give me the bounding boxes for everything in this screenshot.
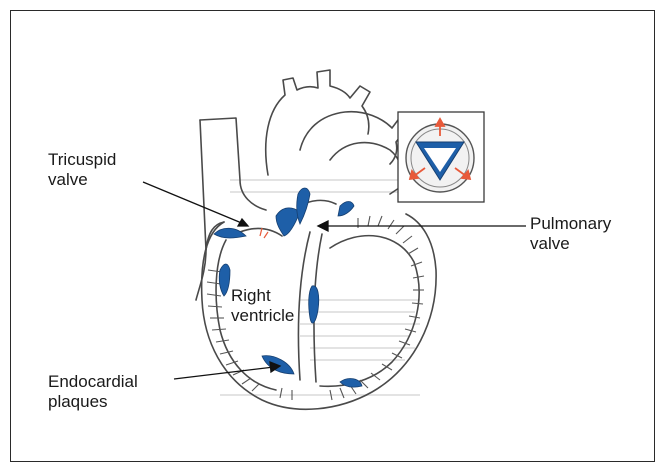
tricuspid-valve-label: Tricuspid valve (48, 150, 116, 190)
tricuspid-arrowhead (238, 219, 248, 226)
tricuspid-label-line-2: valve (48, 170, 116, 190)
septal-plaque (309, 286, 319, 323)
right-ventricle-label: Right ventricle (231, 286, 294, 326)
pulmonary-arrowhead (318, 221, 328, 231)
endocardial-plaques-label: Endocardial plaques (48, 372, 138, 412)
tricuspid-arrow-line (143, 182, 244, 224)
tricuspid-leaflet-center (276, 208, 300, 236)
tricuspid-leaflet-left (214, 228, 246, 238)
tricuspid-label-line-1: Tricuspid (48, 150, 116, 170)
leader-arrows (143, 182, 526, 379)
inner-left-wall (320, 236, 419, 387)
pulmonary-label-line-1: Pulmonary (530, 214, 611, 234)
ventricle-label-line-2: ventricle (231, 306, 294, 326)
pulmonary-label-line-2: valve (530, 234, 611, 254)
left-atrium (330, 143, 403, 194)
ventricle-plaque-upper (219, 264, 230, 296)
pulmonary-leaflet (297, 188, 310, 224)
pulmonary-valve-label: Pulmonary valve (530, 214, 611, 254)
inferior-vena-cava (196, 120, 206, 300)
ventricle-label-line-1: Right (231, 286, 294, 306)
endocardial-label-line-2: plaques (48, 392, 138, 412)
pulmonary-artery (300, 112, 404, 164)
superior-vena-cava (200, 118, 266, 210)
valve-inset (398, 112, 484, 202)
pulmonary-leaflet-2 (338, 202, 354, 217)
endocardial-label-line-1: Endocardial (48, 372, 138, 392)
septum (298, 232, 310, 380)
